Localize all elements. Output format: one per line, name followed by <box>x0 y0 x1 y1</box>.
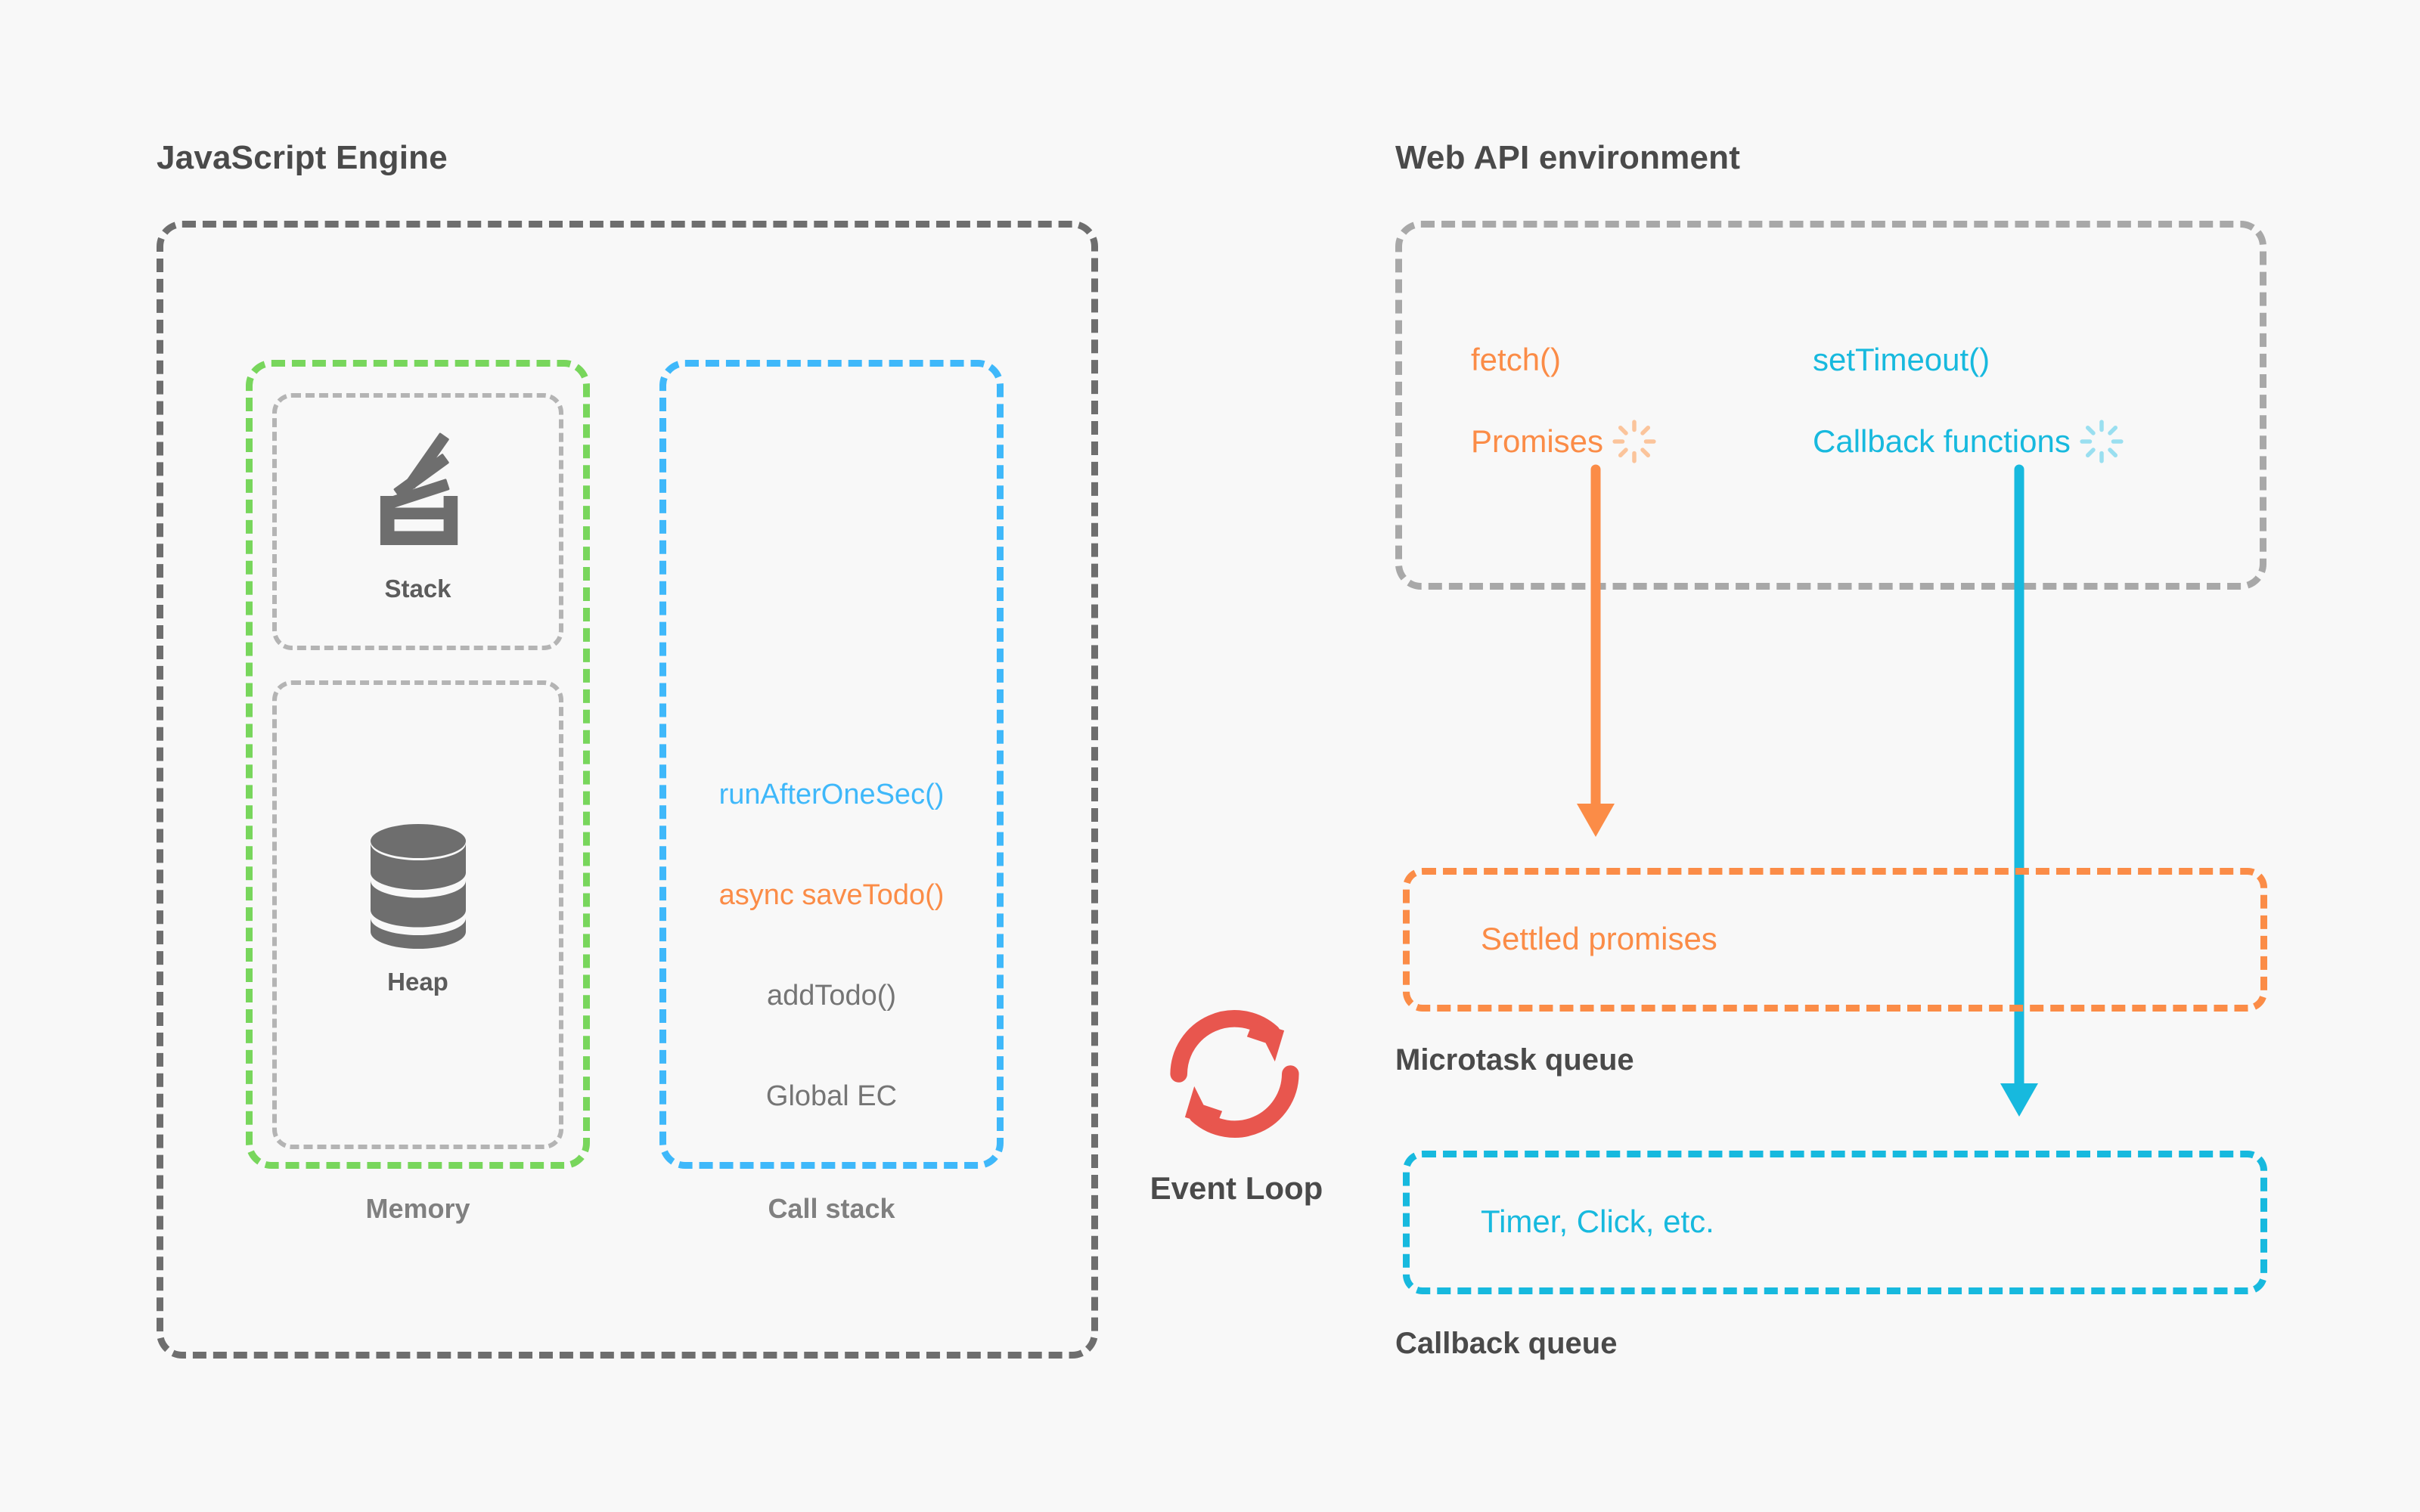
stack-cell <box>272 393 563 650</box>
heap-database-icon <box>361 820 475 953</box>
loading-spinner-icon <box>2078 418 2125 465</box>
microtask-queue-label: Microtask queue <box>1395 1043 1634 1077</box>
event-loop-label: Event Loop <box>1150 1170 1323 1206</box>
js-engine-title: JavaScript Engine <box>157 139 448 176</box>
stack-icon <box>359 432 476 559</box>
callback-queue-label: Callback queue <box>1395 1327 1618 1360</box>
call-stack-frames: runAfterOneSec() async saveTodo() addTod… <box>659 779 1004 1113</box>
call-stack-frame: async saveTodo() <box>718 879 945 911</box>
web-api-item-label: fetch() <box>1471 342 1562 377</box>
web-api-container <box>1395 221 2266 590</box>
circular-refresh-arrows-icon <box>1157 996 1312 1151</box>
call-stack-label: Call stack <box>768 1193 895 1224</box>
call-stack-container <box>659 360 1004 1169</box>
call-stack-frame: addTodo() <box>766 980 897 1012</box>
heap-caption: Heap <box>387 968 448 996</box>
web-api-item-fetch: fetch() <box>1471 342 1561 378</box>
stack-caption: Stack <box>384 575 451 603</box>
web-api-item-label: setTimeout() <box>1813 342 1990 377</box>
web-api-item-label: Callback functions <box>1813 423 2071 459</box>
microtask-queue-box <box>1403 868 2267 1012</box>
memory-container <box>246 360 590 1169</box>
call-stack-frame: runAfterOneSec() <box>718 779 945 810</box>
callback-queue-box <box>1403 1151 2267 1294</box>
memory-label: Memory <box>365 1193 470 1224</box>
call-stack-frame: Global EC <box>765 1080 898 1112</box>
web-api-item-settimeout: setTimeout() <box>1813 342 1990 378</box>
loading-spinner-icon <box>1611 418 1658 465</box>
promises-to-microtask-arrow <box>1554 464 1637 843</box>
web-api-title: Web API environment <box>1395 139 1741 176</box>
web-api-item-label: Promises <box>1471 423 1604 459</box>
callbacks-to-callback-queue-arrow <box>1978 464 2061 1123</box>
web-api-item-promises: Promises <box>1471 418 1658 465</box>
callback-queue-content: Timer, Click, etc. <box>1481 1204 1714 1239</box>
microtask-queue-content: Settled promises <box>1481 921 1717 956</box>
web-api-item-callback-functions: Callback functions <box>1813 418 2125 465</box>
js-engine-container <box>157 221 1098 1359</box>
heap-cell <box>272 680 563 1149</box>
